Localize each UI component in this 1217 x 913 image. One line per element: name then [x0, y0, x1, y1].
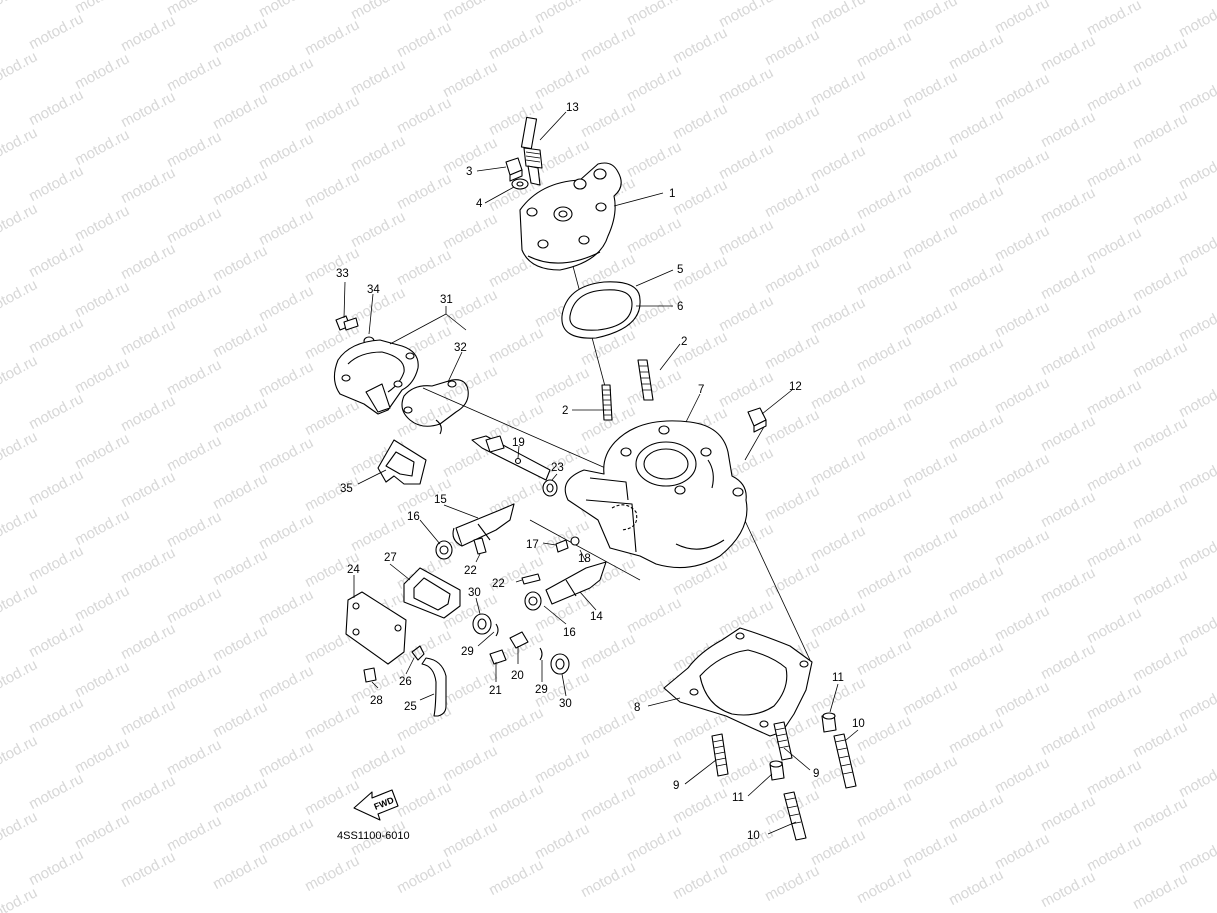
cylinder-stud-left	[601, 384, 613, 421]
callout-12: 12	[789, 381, 802, 393]
callout-labels: 13 3 4 1 5 6 2 2 7 12 33 34 31 32 19 23 …	[336, 102, 865, 842]
forward-arrow-icon: FWD	[353, 789, 399, 821]
callout-13: 13	[566, 102, 579, 114]
valve-cover-gasket	[401, 379, 469, 435]
callout-10-upper: 10	[852, 718, 865, 730]
base-nut-left	[769, 760, 785, 781]
valve-pin-lower	[521, 573, 541, 585]
diagram-code: 4SS1100-6010	[337, 830, 410, 842]
valve-screw	[555, 536, 580, 553]
valve-cover	[333, 339, 419, 415]
callout-16-upper: 16	[407, 511, 420, 523]
callout-25: 25	[404, 701, 417, 713]
base-stud-left	[711, 733, 729, 777]
cover-gasket-plate	[403, 567, 461, 619]
callout-21: 21	[489, 685, 502, 697]
callout-7: 7	[698, 384, 704, 396]
clip-lower	[539, 647, 543, 661]
rubber-seal	[377, 439, 427, 485]
callout-3: 3	[466, 166, 472, 178]
callout-34: 34	[367, 284, 380, 296]
callout-31: 31	[440, 294, 453, 306]
callout-6: 6	[677, 301, 683, 313]
callout-11-upper: 11	[832, 672, 844, 684]
callout-33: 33	[336, 268, 349, 280]
exhaust-valve-lower	[545, 561, 607, 605]
long-stud-left	[783, 791, 807, 841]
callout-5: 5	[677, 264, 683, 276]
callout-16-lower: 16	[563, 627, 576, 639]
callout-24: 24	[347, 564, 360, 576]
callout-20: 20	[511, 670, 524, 682]
valve-bushing-lower	[524, 591, 542, 611]
base-nut-right	[821, 712, 837, 733]
callout-29-lower: 29	[535, 684, 548, 696]
callout-9-left: 9	[673, 780, 679, 792]
callout-9-right: 9	[813, 768, 819, 780]
callout-18: 18	[578, 553, 591, 565]
cylinder-block	[564, 420, 748, 569]
head-washer	[511, 178, 529, 190]
clip-upper	[495, 623, 499, 637]
callout-14: 14	[590, 611, 603, 623]
cylinder-base-gasket	[663, 627, 813, 737]
callout-2-upper: 2	[681, 336, 687, 348]
shaft-bushing	[542, 479, 558, 497]
spark-plug	[520, 116, 543, 186]
cylinder-stud-right	[637, 359, 654, 401]
cylinder-head	[519, 162, 622, 271]
base-stud-right	[773, 721, 793, 761]
callout-26: 26	[399, 676, 412, 688]
bracket-link	[509, 631, 529, 649]
cover-plate	[345, 591, 407, 665]
callout-8: 8	[634, 702, 640, 714]
link-bolt	[489, 649, 507, 665]
callout-35: 35	[340, 483, 353, 495]
head-gasket	[561, 281, 641, 339]
valve-bushing-upper	[435, 540, 453, 560]
callout-23: 23	[551, 462, 564, 474]
callout-10-lower: 10	[747, 830, 760, 842]
hose-clip	[411, 645, 425, 661]
callout-2-lower: 2	[562, 405, 568, 417]
valve-shaft	[471, 435, 551, 481]
plate-bolt	[363, 667, 377, 683]
callout-19: 19	[512, 437, 525, 449]
callout-15: 15	[434, 494, 447, 506]
callout-30-lower: 30	[559, 698, 572, 710]
callout-32: 32	[454, 342, 467, 354]
leader-lines	[343, 111, 859, 835]
spacer-upper	[472, 613, 492, 635]
callout-27: 27	[384, 552, 397, 564]
callout-11-lower: 11	[732, 792, 744, 804]
callout-22-lower: 22	[492, 578, 505, 590]
breather-hose	[421, 657, 447, 717]
callout-28: 28	[370, 695, 383, 707]
callout-22-upper: 22	[464, 565, 477, 577]
exhaust-valve-upper	[452, 503, 515, 547]
head-nut	[505, 157, 523, 182]
callout-17: 17	[526, 539, 539, 551]
callout-29-upper: 29	[461, 646, 474, 658]
callout-30-upper: 30	[468, 587, 481, 599]
cover-bolt	[335, 315, 359, 331]
callout-4: 4	[476, 198, 483, 210]
callout-1: 1	[669, 188, 675, 200]
cylinder-nut	[747, 407, 767, 433]
spacer-lower	[550, 653, 570, 675]
long-stud-right	[833, 733, 857, 789]
valve-pin-upper	[473, 537, 487, 555]
